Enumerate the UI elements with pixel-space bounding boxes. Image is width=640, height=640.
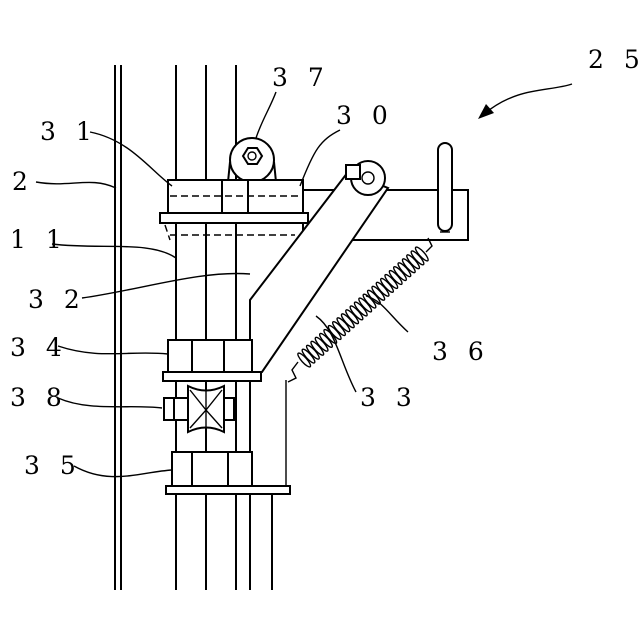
assembly-arrow-25 [478,84,572,119]
clamp-35 [166,452,290,494]
handle-lever [438,143,452,232]
label-38: 3 8 [10,383,68,412]
label-33: 3 3 [360,383,418,412]
label-2: 2 [12,167,34,196]
pulley-37 [228,138,276,182]
label-30: 3 0 [336,101,394,130]
label-35: 3 5 [24,451,82,480]
top-bracket-31 [168,180,303,216]
clamp-34 [163,340,261,381]
label-25: 2 5 [588,45,640,74]
label-37: 3 7 [272,63,330,92]
roller-38 [164,386,234,432]
label-31: 3 1 [40,117,98,146]
label-32: 3 2 [28,285,86,314]
label-36: 3 6 [432,337,490,366]
label-34: 3 4 [10,333,68,362]
label-11: 1 1 [10,225,68,254]
